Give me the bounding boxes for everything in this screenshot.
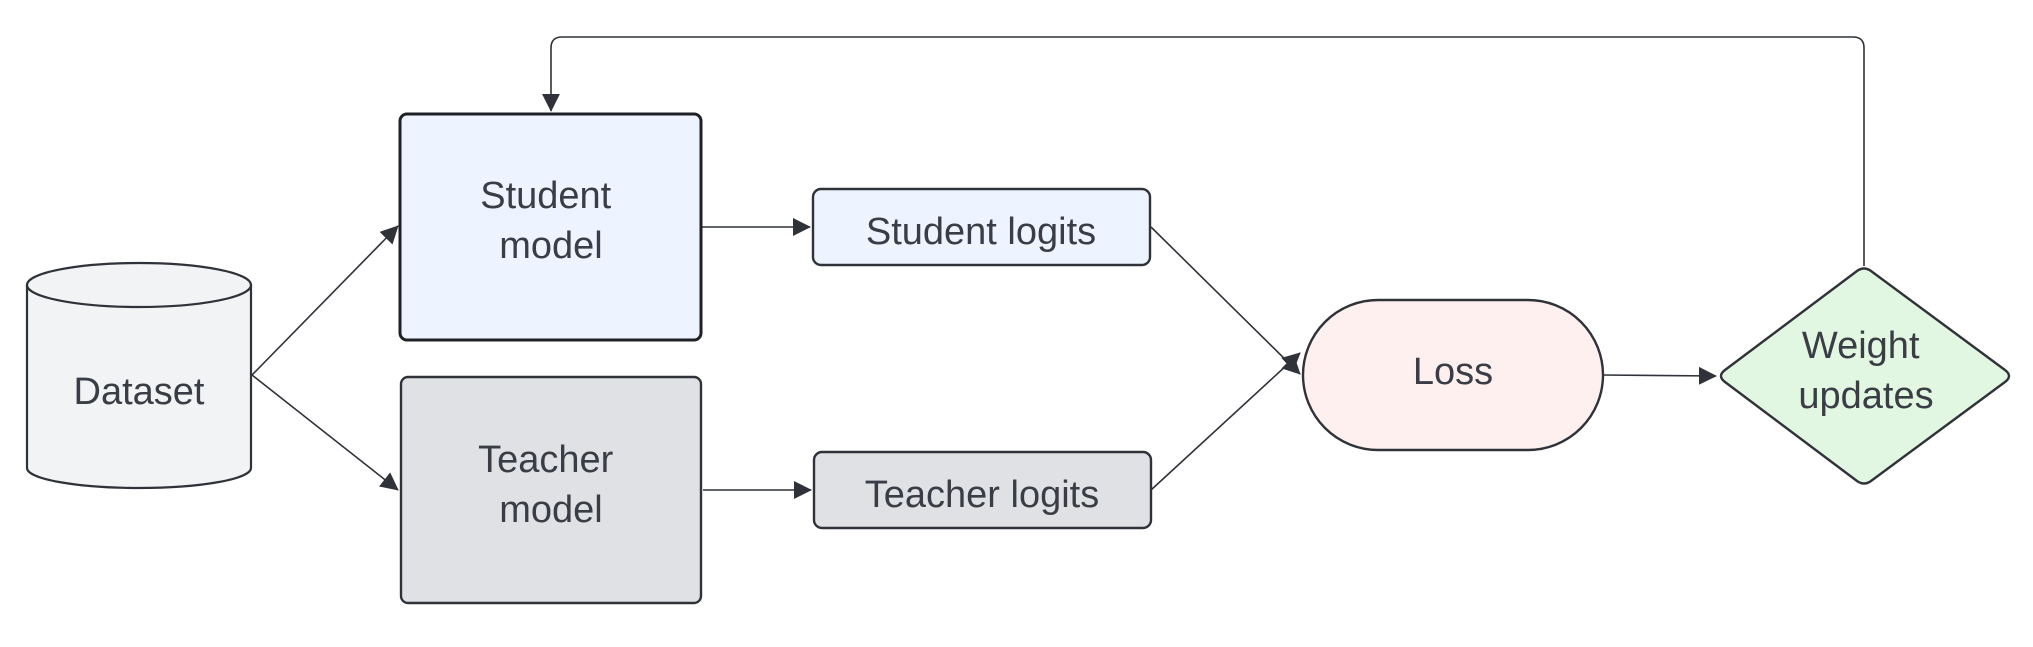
edge-loss-to-weight-updates <box>1600 366 1717 385</box>
weight-updates-label: Weight updates <box>1798 325 1933 417</box>
teacher-model-box <box>399 375 703 605</box>
dataset-label-line: Dataset <box>74 371 205 413</box>
weight-updates-label-line-1: Weight <box>1802 325 1920 367</box>
node-teacher-model: Teacher model <box>399 375 703 605</box>
loss-label-line: Loss <box>1413 351 1493 393</box>
student-logits-label-line: Student logits <box>866 211 1096 253</box>
student-logits-box <box>811 187 1152 267</box>
node-weight-updates: Weight updates <box>1719 267 2011 485</box>
student-model-box <box>398 112 703 342</box>
teacher-logits-label: Teacher logits <box>865 474 1099 516</box>
teacher-logits-label-line: Teacher logits <box>865 474 1099 516</box>
edge-dataset-to-teacher-model <box>251 374 399 491</box>
weight-updates-diamond <box>1719 267 2011 485</box>
student-logits-label: Student logits <box>866 211 1096 253</box>
edge-student-logits-to-loss <box>1150 226 1301 375</box>
student-model-label-line-1: Student <box>480 175 611 217</box>
dataset-cylinder-body <box>25 285 253 490</box>
student-model-label-line-2: model <box>499 225 603 267</box>
node-teacher-logits: Teacher logits <box>812 450 1153 530</box>
edge-weight-updates-to-student-model <box>542 36 1865 266</box>
node-student-logits: Student logits <box>811 187 1152 267</box>
edge-teacher-logits-to-loss <box>1150 352 1301 491</box>
student-model-label: Student model <box>480 175 622 267</box>
edges <box>251 36 1865 499</box>
teacher-model-label-line-1: Teacher <box>478 439 614 481</box>
dataset-cylinder-top <box>25 261 253 309</box>
weight-updates-label-line-2: updates <box>1798 375 1933 417</box>
edge-dataset-to-student-model <box>251 225 399 376</box>
dataset-label: Dataset <box>74 371 205 413</box>
loss-stadium <box>1301 298 1605 452</box>
node-student-model: Student model <box>398 112 703 342</box>
teacher-model-label-line-2: model <box>499 489 603 531</box>
teacher-model-label: Teacher model <box>478 439 624 531</box>
node-loss: Loss <box>1301 298 1605 452</box>
node-dataset: Dataset <box>25 261 253 490</box>
teacher-logits-box <box>812 450 1153 530</box>
loss-label: Loss <box>1413 351 1493 393</box>
